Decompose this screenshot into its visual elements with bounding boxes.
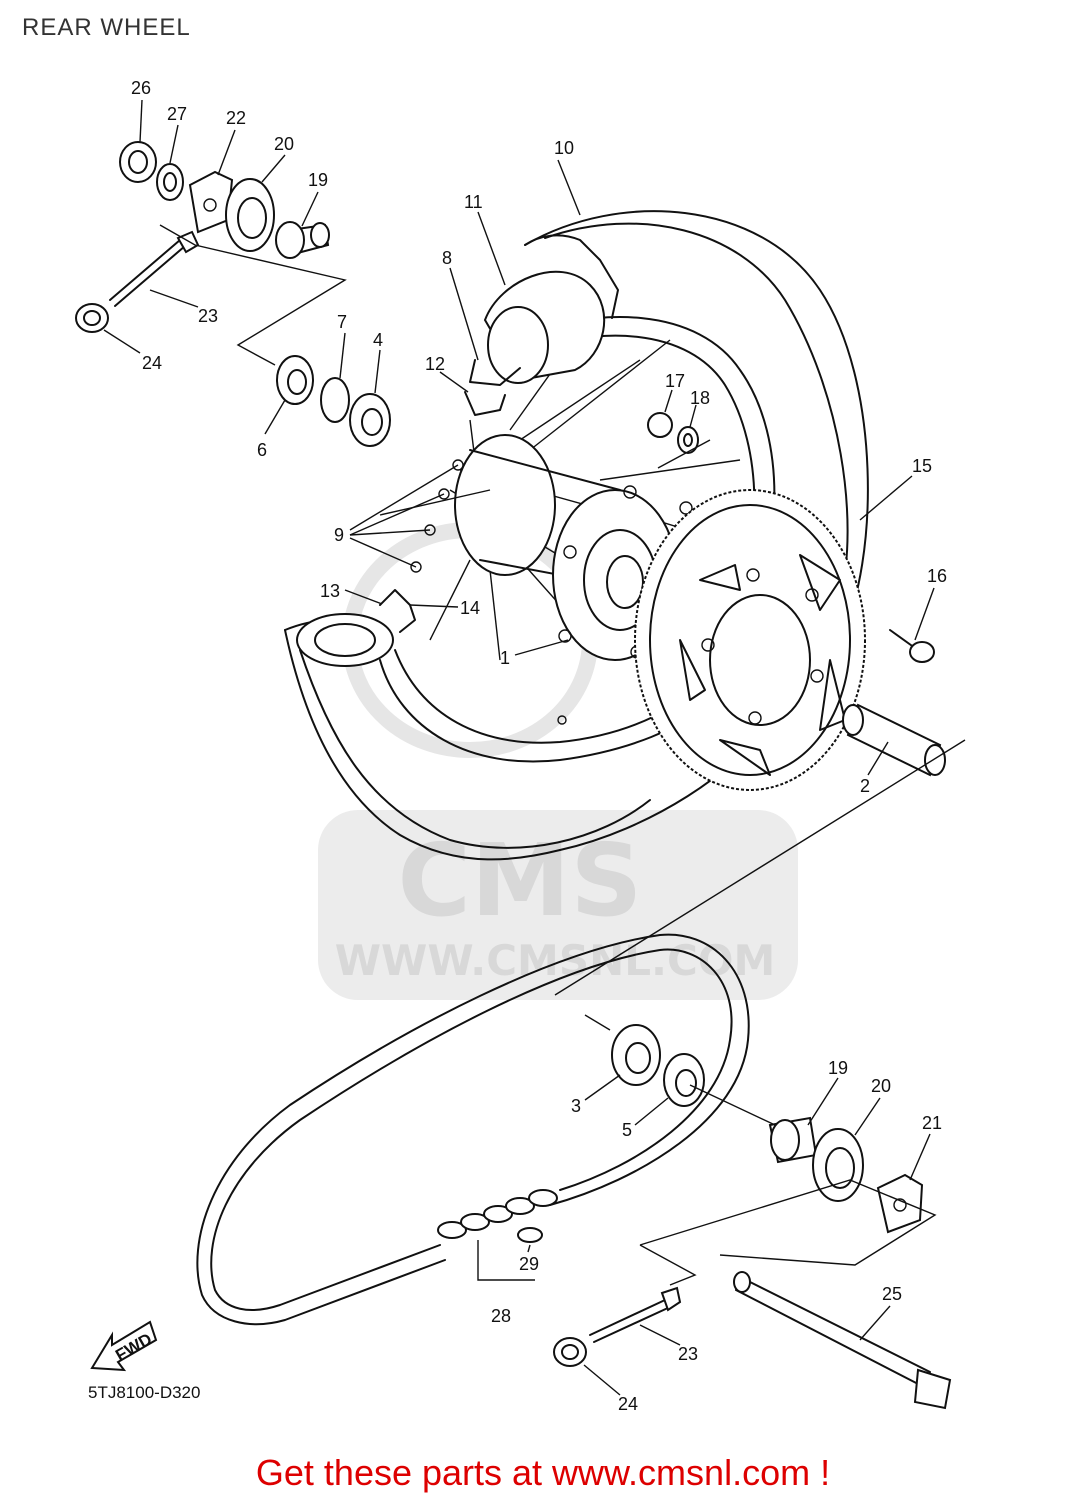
oil-seal-20-top [225,178,275,252]
watermark: CMS WWW.CMSNL.COM [318,522,798,1000]
callout-19-top: 19 [308,170,328,190]
fwd-arrow-icon: FWD [90,1320,158,1372]
inner-tube [464,270,606,416]
adjust-bolt-23-top [109,230,200,307]
callout-4: 4 [373,330,383,350]
callout-13: 13 [320,581,340,601]
callout-17: 17 [665,371,685,391]
callout-20-bottom: 20 [871,1076,891,1096]
nut-24-top [75,303,109,333]
callout-10: 10 [554,138,574,158]
callout-23-bottom: 23 [678,1344,698,1364]
callout-23-top: 23 [198,306,218,326]
bearing-6 [276,355,314,405]
callout-6: 6 [257,440,267,460]
washer-27 [156,163,184,201]
callout-9: 9 [334,525,344,545]
adjust-bolt-23-bottom [589,1286,682,1343]
leader-lines [103,99,935,1396]
callout-26: 26 [131,78,151,98]
adjuster-block-21 [876,1173,924,1234]
watermark-brand: CMS [398,822,643,939]
callout-24-top: 24 [142,353,162,373]
rear-sprocket [634,489,866,791]
oil-seal-20-bottom [812,1128,864,1202]
callout-numbers: 26 27 22 20 19 10 11 8 23 7 4 24 12 17 1… [131,78,947,1414]
nut-24-bottom [553,1337,587,1367]
bearing-3 [611,1024,661,1086]
axle-nut-26 [119,141,157,183]
circlip-7 [320,377,350,423]
diagram-code: 5TJ8100-D320 [88,1383,200,1402]
footer-link[interactable]: Get these parts at www.cmsnl.com ! [255,1452,831,1493]
callout-2: 2 [860,776,870,796]
chain-clip-29 [517,1227,543,1243]
callout-16: 16 [927,566,947,586]
oil-seal-5 [663,1053,705,1107]
drive-chain [196,933,750,1326]
callout-19-bottom: 19 [828,1058,848,1078]
callout-15: 15 [912,456,932,476]
callout-24-bottom: 24 [618,1394,638,1414]
chain-joint-28 [437,1189,558,1239]
collar-19-bottom [768,1116,818,1164]
callout-21: 21 [922,1113,942,1133]
callout-11: 11 [464,192,483,212]
callout-29: 29 [519,1254,539,1274]
collar-19-top [275,221,330,259]
callout-14: 14 [460,598,480,618]
washer-18 [677,426,699,454]
watermark-url: WWW.CMSNL.COM [335,936,776,985]
callout-3: 3 [571,1096,581,1116]
callout-8: 8 [442,248,452,268]
guide-lines [159,224,966,1286]
callout-22: 22 [226,108,246,128]
bolt-16 [889,629,935,663]
nut-17 [647,412,673,438]
callout-20-top: 20 [274,134,294,154]
callout-12: 12 [425,354,445,374]
callout-27: 27 [167,104,187,124]
bearing-4 [349,393,391,447]
callout-18: 18 [690,388,710,408]
rear-axle-25 [733,1271,952,1410]
collar [842,703,946,777]
rim-tape [296,589,416,667]
tire [284,210,869,861]
callout-1: 1 [500,648,510,668]
callout-5: 5 [622,1120,632,1140]
diagram-title: REAR WHEEL [22,14,191,41]
callout-25: 25 [882,1284,902,1304]
callout-28: 28 [491,1306,511,1326]
callout-7: 7 [337,312,347,332]
